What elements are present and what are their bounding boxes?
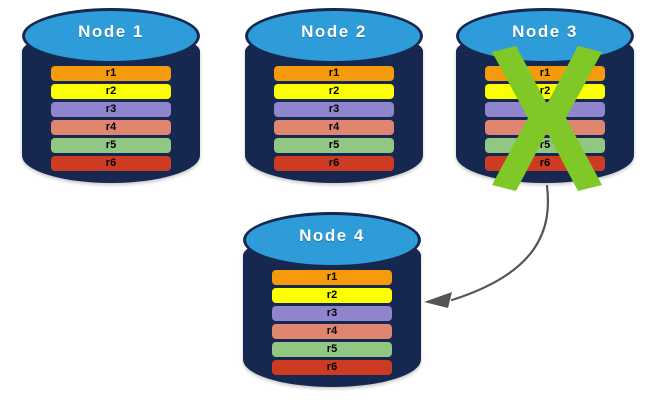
cylinder-top-ellipse [243,212,421,268]
replica-row[interactable]: r4 [51,120,171,135]
arrow-path [450,184,550,302]
replica-row[interactable]: r3 [274,102,394,117]
replica-row[interactable]: r3 [485,102,605,117]
replica-row[interactable]: r5 [485,138,605,153]
node-title: Node 3 [512,22,578,41]
node-cylinder-4[interactable]: Node 4 r1 r2 r3 r4 r5 r6 [243,212,421,397]
replica-row[interactable]: r5 [274,138,394,153]
replica-row-list: r1 r2 r3 r4 r5 r6 [272,270,392,375]
replica-row[interactable]: r1 [51,66,171,81]
node-title: Node 2 [301,22,367,41]
replica-row[interactable]: r1 [485,66,605,81]
replica-row[interactable]: r4 [274,120,394,135]
cylinder-top-ellipse [245,8,423,64]
node-title: Node 4 [299,226,365,245]
replica-row[interactable]: r6 [485,156,605,171]
replica-row[interactable]: r1 [274,66,394,81]
replica-row-list: r1 r2 r3 r4 r5 r6 [51,66,171,171]
replica-row[interactable]: r6 [51,156,171,171]
replica-row[interactable]: r3 [51,102,171,117]
replica-row[interactable]: r2 [485,84,605,99]
cylinder-top-ellipse [22,8,200,64]
replica-row[interactable]: r6 [272,360,392,375]
replica-row[interactable]: r4 [272,324,392,339]
node-cylinder-2[interactable]: Node 2 r1 r2 r3 r4 r5 r6 [245,8,423,193]
replica-row[interactable]: r3 [272,306,392,321]
replica-row-list: r1 r2 r3 r4 r5 r6 [485,66,605,171]
replica-row-list: r1 r2 r3 r4 r5 r6 [274,66,394,171]
replica-row[interactable]: r4 [485,120,605,135]
node-title: Node 1 [78,22,144,41]
replica-row[interactable]: r1 [272,270,392,285]
arrow-head [424,292,452,308]
replica-row[interactable]: r5 [51,138,171,153]
replica-row[interactable]: r2 [272,288,392,303]
replica-row[interactable]: r6 [274,156,394,171]
replica-row[interactable]: r2 [51,84,171,99]
replica-row[interactable]: r2 [274,84,394,99]
node-cylinder-3[interactable]: Node 3 r1 r2 r3 r4 r5 r6 [456,8,634,193]
replica-row[interactable]: r5 [272,342,392,357]
node-cylinder-1[interactable]: Node 1 r1 r2 r3 r4 r5 r6 [22,8,200,193]
